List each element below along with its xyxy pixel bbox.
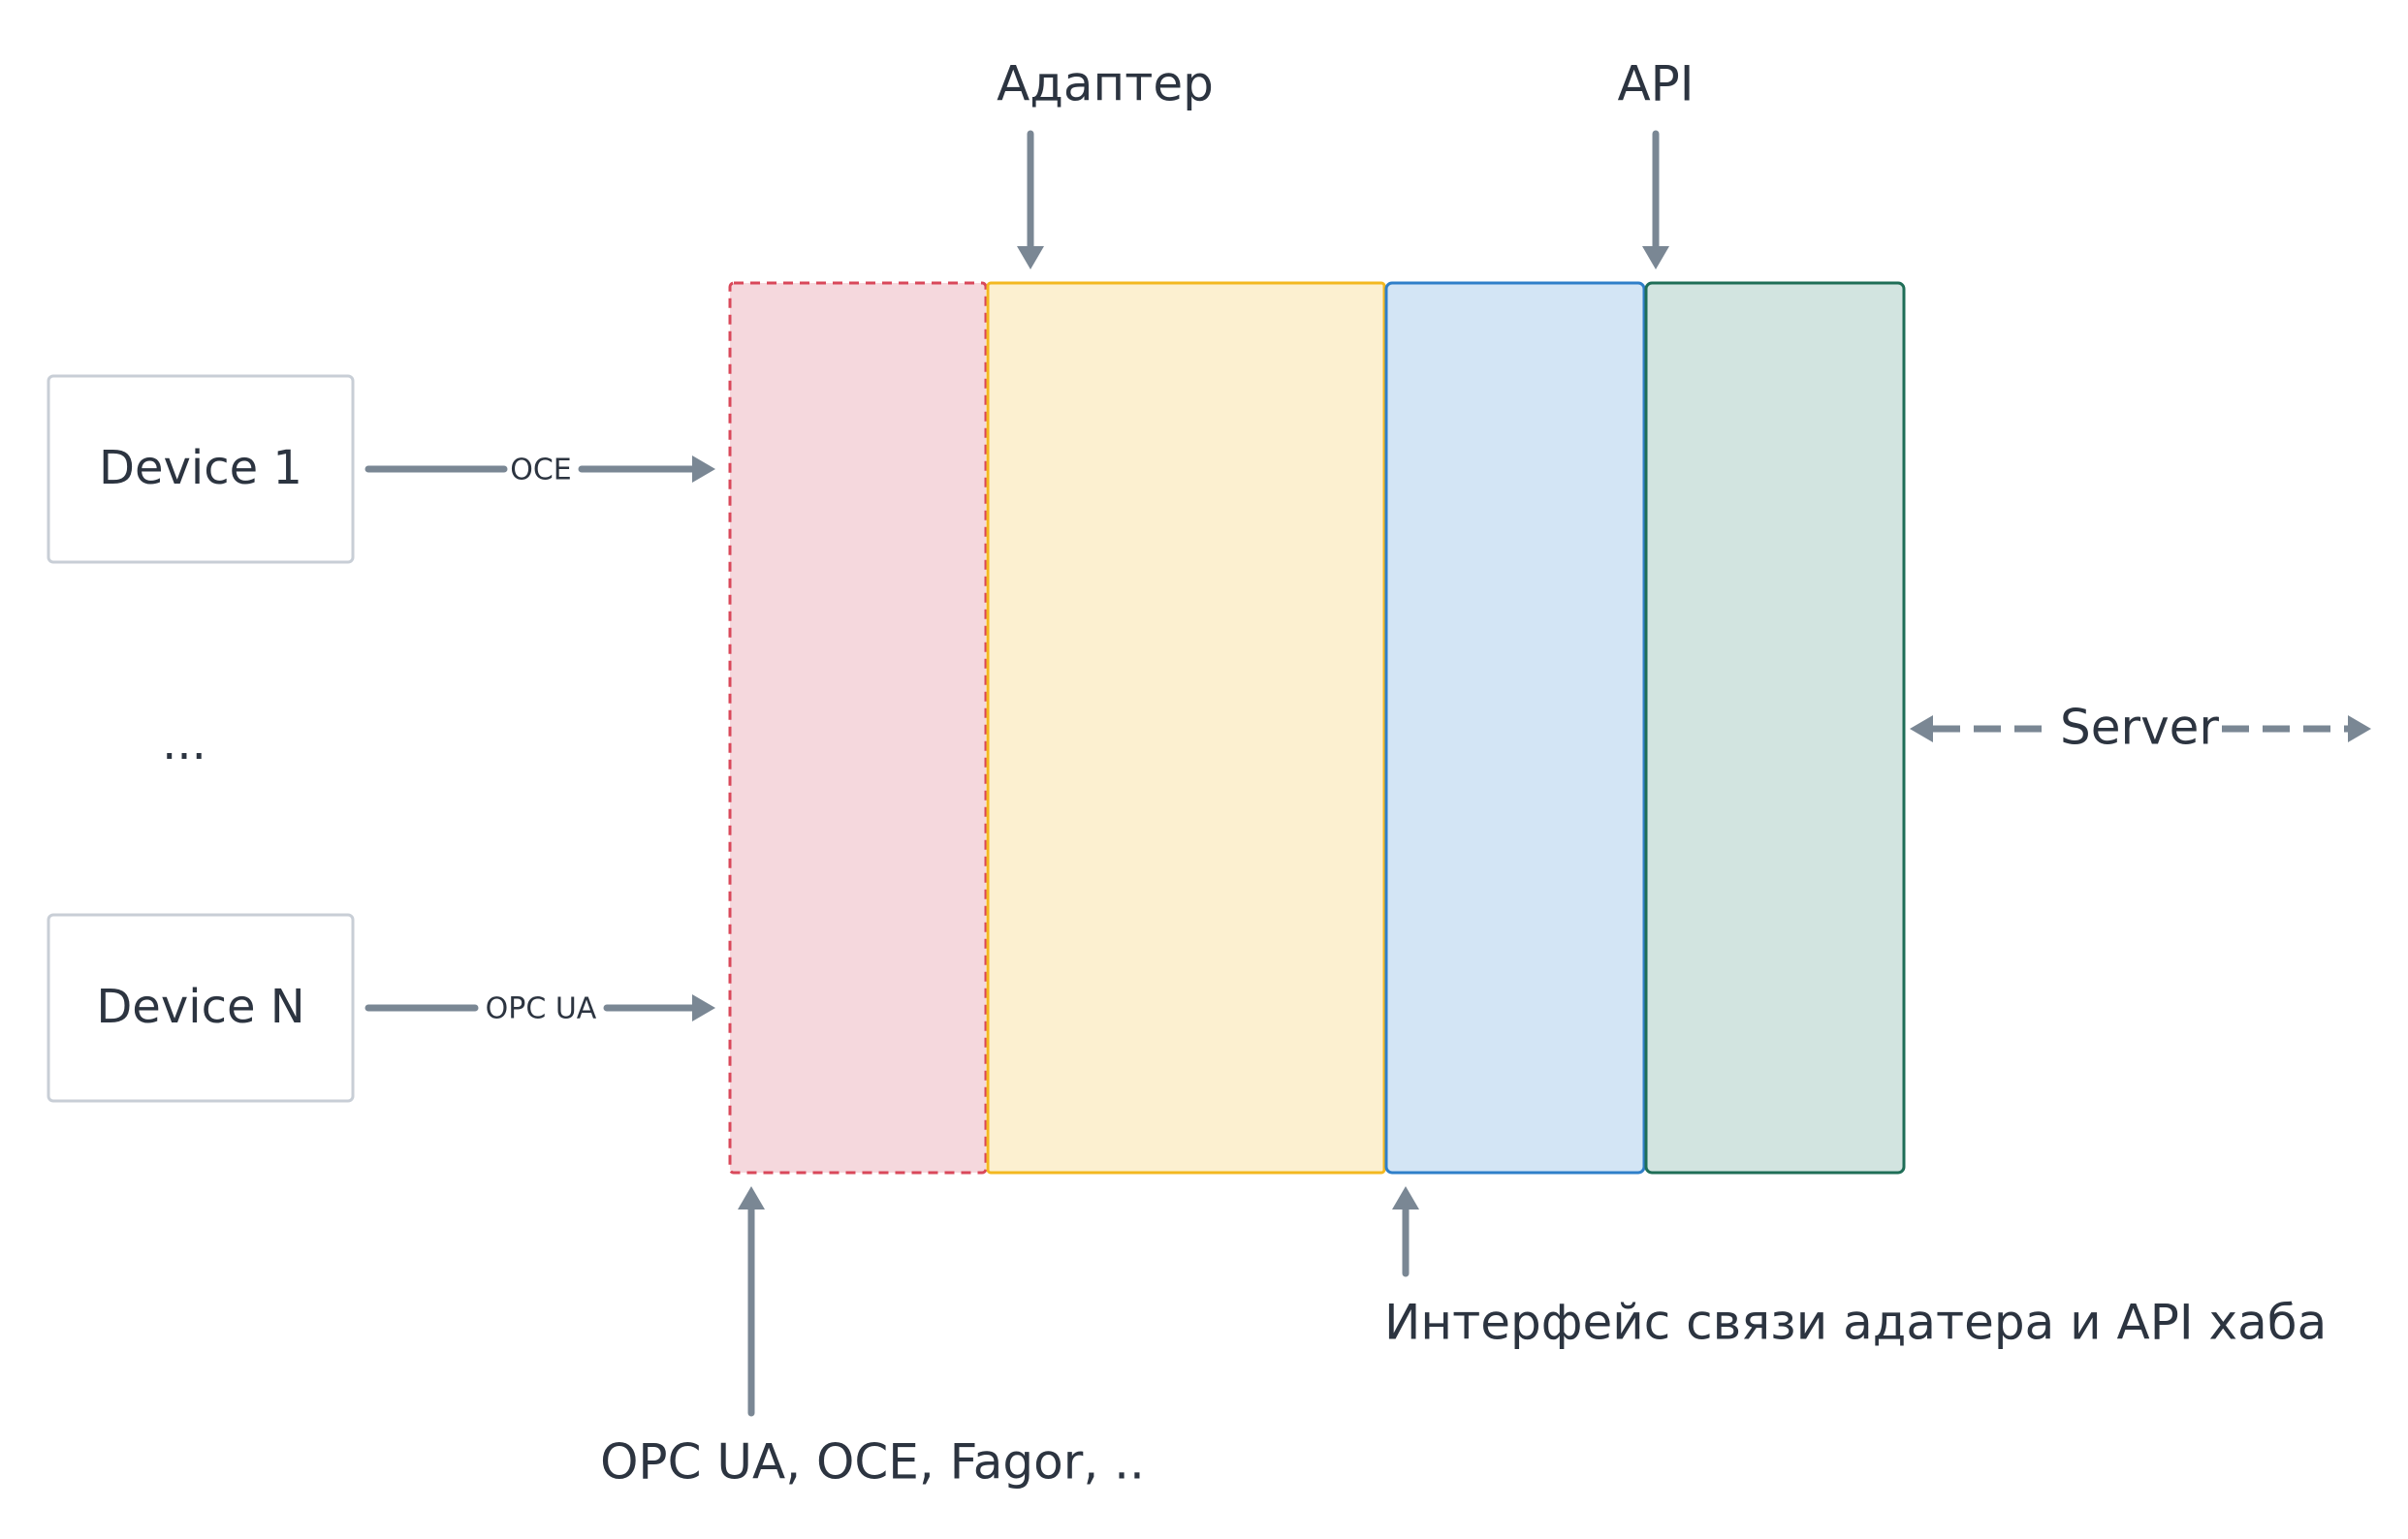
device-n-label: Device N <box>96 980 304 1034</box>
adapter-arrow <box>1017 130 1044 269</box>
protocols-arrow <box>738 1186 765 1417</box>
interface-label: Интерфейс связи адатера и API хаба <box>1384 1295 2327 1351</box>
adapter-label: Адаптер <box>997 56 1214 112</box>
api-label: API <box>1617 56 1694 112</box>
device-n-box: Device N <box>47 913 355 1103</box>
protocol-layer <box>728 281 988 1175</box>
devices-ellipsis: ... <box>162 716 206 770</box>
device-n-protocol-label: OPC UA <box>486 992 597 1026</box>
device-1-protocol-label: OCE <box>510 454 572 487</box>
api-layer <box>1644 281 1906 1175</box>
device-1-arrow: OCE <box>364 454 715 487</box>
device-n-arrow: OPC UA <box>364 992 715 1026</box>
api-arrow <box>1642 130 1669 269</box>
device-1-box: Device 1 <box>47 374 355 564</box>
server-label: Server <box>2060 700 2219 756</box>
interface-arrow <box>1392 1186 1419 1277</box>
device-1-label: Device 1 <box>99 441 302 495</box>
server-connection: Server <box>1910 700 2371 756</box>
adapter-layer <box>986 281 1386 1175</box>
protocols-label: OPC UA, OCE, Fagor, .. <box>600 1434 1145 1491</box>
interface-layer <box>1384 281 1646 1175</box>
